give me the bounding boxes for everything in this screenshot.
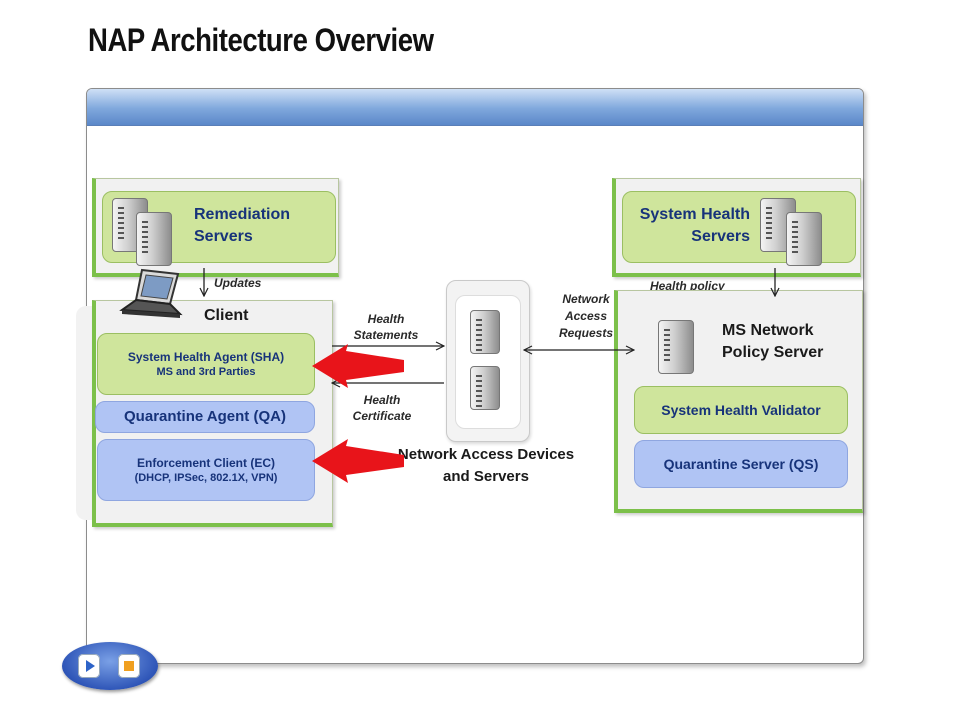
red-arrow-ec <box>312 439 404 483</box>
ec-title: Enforcement Client (EC) <box>136 456 275 470</box>
sha-title: System Health Agent (SHA) <box>127 350 285 364</box>
slide-navigation <box>62 642 158 690</box>
client-title: Client <box>204 307 249 324</box>
laptop-icon <box>119 268 183 318</box>
server-icon <box>470 310 500 354</box>
server-icon <box>136 212 172 266</box>
qa-box: Quarantine Agent (QA) <box>95 401 315 433</box>
health-policy-label: Health policy <box>650 279 725 293</box>
shv-label: System Health Validator <box>661 402 821 418</box>
ec-subtitle: (DHCP, IPSec, 802.1X, VPN) <box>134 472 278 484</box>
page-title: NAP Architecture Overview <box>88 22 434 58</box>
shv-box: System Health Validator <box>634 386 848 434</box>
frame-title-bar <box>87 89 863 126</box>
qs-label: Quarantine Server (QS) <box>663 456 819 472</box>
sha-box: System Health Agent (SHA) MS and 3rd Par… <box>97 333 315 395</box>
updates-label: Updates <box>214 276 262 290</box>
qa-label: Quarantine Agent (QA) <box>124 408 286 425</box>
sha-subtitle: MS and 3rd Parties <box>156 366 256 378</box>
stop-button[interactable] <box>118 654 140 678</box>
server-icon <box>658 320 694 374</box>
ec-box: Enforcement Client (EC) (DHCP, IPSec, 80… <box>97 439 315 501</box>
server-icon <box>786 212 822 266</box>
qs-box: Quarantine Server (QS) <box>634 440 848 488</box>
red-arrow-sha <box>312 344 404 388</box>
server-icon <box>470 366 500 410</box>
play-button[interactable] <box>78 654 100 678</box>
